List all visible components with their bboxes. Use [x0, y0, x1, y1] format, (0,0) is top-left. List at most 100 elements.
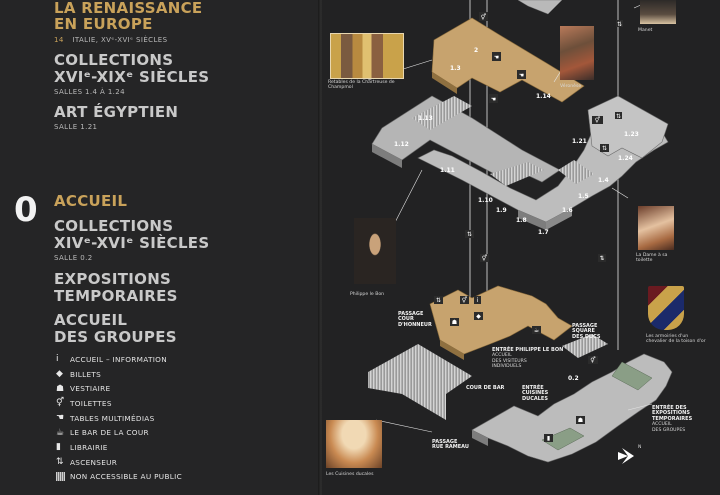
- room-label: 1.24: [618, 155, 633, 162]
- egypt-title: ART ÉGYPTIEN: [54, 103, 179, 121]
- svg-text:☕: ☕: [534, 327, 539, 334]
- svg-text:i: i: [477, 297, 479, 304]
- armoiries-shield: [648, 286, 684, 330]
- legend-label: VESTIAIRE: [70, 384, 111, 394]
- groupes-title-1: ACCUEIL: [54, 311, 128, 329]
- bookshop-icon: ▮: [56, 442, 61, 453]
- place-entree-cuisines: ENTRÉE CUISINES DUCALES: [522, 385, 549, 402]
- egypt-subtitle: SALLE 1.21: [54, 123, 98, 131]
- svg-text:⇅: ⇅: [599, 255, 604, 262]
- artwork-label-cuisines: Les Cuisines ducales: [326, 472, 374, 477]
- room-label: 1.23: [624, 131, 639, 138]
- elevator-icon: ⇅: [56, 457, 64, 468]
- toilets-icon: ⚥: [56, 398, 65, 409]
- restricted-area: [562, 334, 608, 358]
- bar-icon: ☕: [56, 427, 65, 438]
- legend-panel: LA RENAISSANCE EN EUROPE 14 ITALIE, XVᵉ-…: [0, 0, 320, 495]
- cloakroom-icon: [576, 416, 585, 424]
- legend-item: i ACCUEIL – INFORMATION: [56, 352, 316, 367]
- grey-lower-floor: [471, 353, 673, 463]
- cloakroom-icon: ☗: [56, 383, 65, 394]
- svg-text:☗: ☗: [452, 319, 457, 326]
- cloakroom-icon: [450, 318, 459, 326]
- veronese-painting: [560, 26, 594, 80]
- svg-text:⇅: ⇅: [602, 145, 607, 152]
- toilets-icon: [592, 116, 603, 124]
- room-label: 1.4: [598, 177, 609, 184]
- svg-text:☚: ☚: [494, 54, 499, 61]
- place-entree-expositions: ENTRÉE DES EXPOSITIONS TEMPORAIRES ACCUE…: [652, 405, 693, 433]
- legend-item: ⇅ASCENSEUR: [56, 455, 316, 470]
- legend-label: TABLES MULTIMÉDIAS: [70, 413, 155, 423]
- collections-xvi-subtitle: SALLES 1.4 À 1.24: [54, 88, 126, 96]
- artwork-label-veronese: Véronèse: [560, 84, 582, 89]
- place-passage-ducs: PASSAGE SQUARE DES DUCS: [572, 323, 601, 340]
- page-fold: [318, 0, 324, 495]
- expo-title-1: EXPOSITIONS: [54, 270, 172, 288]
- multimedia-table-icon: [489, 94, 498, 103]
- svg-text:⇅: ⇅: [617, 21, 622, 28]
- toilets-icon: [588, 356, 598, 364]
- legend-label: LIBRAIRIE: [70, 442, 108, 452]
- map-panel: 2 1.3 1.14 1.13 1.12 1.11 1.10 1.9 1.8 1…: [322, 0, 720, 495]
- room-label: 1.11: [440, 167, 455, 174]
- place-entree-philippe: ENTRÉE PHILIPPE LE BON ACCUEIL DES VISIT…: [492, 347, 564, 370]
- dame-painting: [638, 206, 674, 250]
- renaissance-floor-num: 14: [54, 36, 64, 44]
- svg-text:☗: ☗: [578, 417, 583, 424]
- map-icons-lower: ⇅ ⚥ i ◆ ☗ ☕ ⚥ ☗ ▮: [434, 296, 598, 442]
- compass-icon: [618, 448, 634, 464]
- place-passage-cour: PASSAGE COUR D'HONNEUR: [398, 311, 432, 328]
- svg-text:◆: ◆: [476, 313, 481, 320]
- artwork-label-dame: La Dame à sa toilette: [636, 253, 668, 264]
- svg-text:⚥: ⚥: [462, 296, 467, 304]
- artwork-label-champmol: Retables de la Chartreuse de Champmol: [328, 80, 395, 91]
- room-label: 1.7: [538, 229, 549, 236]
- legend-label: TOILETTES: [70, 398, 112, 408]
- room-label: 1.5: [578, 193, 589, 200]
- elevator-icon: [465, 230, 474, 238]
- room-label: 2: [474, 47, 478, 54]
- cloakroom-icon: [492, 52, 501, 61]
- legend-list: i ACCUEIL – INFORMATION ◆ BILLETS ☗ VESTIAI…: [56, 352, 316, 484]
- floor-plan-svg: 2 1.3 1.14 1.13 1.12 1.11 1.10 1.9 1.8 1…: [367, 0, 673, 464]
- room-label: 1.10: [478, 197, 493, 204]
- room-label: 1.13: [418, 115, 433, 122]
- collections-xvi-title-2: XVIᵉ-XIXᵉ SIÈCLES: [54, 68, 210, 86]
- grey-right-block: [587, 95, 669, 159]
- place-passage-rameau: PASSAGE RUE RAMEAU: [432, 439, 469, 451]
- collections-xiv-title-2: XIVᵉ-XVIᵉ SIÈCLES: [54, 234, 210, 252]
- legend-item: ⚥ TOILETTES: [56, 396, 316, 411]
- green-court: [611, 361, 653, 391]
- legend-label: ACCUEIL – INFORMATION: [70, 354, 167, 364]
- legend-label: BILLETS: [70, 369, 102, 379]
- svg-text:⇅: ⇅: [467, 231, 472, 238]
- map-icons-upper: ⚥ ☚ ☚ ☚ ⚥ ⇅ ⇅ ⇅ ⇅ ⚥ ⇅: [465, 12, 623, 262]
- ticket-icon: ◆: [56, 369, 63, 380]
- floor-number: 0: [14, 190, 38, 230]
- legend-item: ◆ BILLETS: [56, 367, 316, 382]
- place-cour-de-bar: COUR DE BAR: [466, 385, 505, 391]
- bar-icon: [532, 326, 541, 334]
- svg-text:⚥: ⚥: [595, 116, 600, 124]
- room-label: 1.3: [450, 65, 461, 72]
- legend-item: ▮ LIBRAIRIE: [56, 440, 316, 455]
- bookshop-icon: [544, 434, 553, 442]
- multimedia-table-icon: ☚: [56, 413, 65, 424]
- svg-text:⇅: ⇅: [436, 297, 441, 304]
- svg-text:☚: ☚: [519, 72, 524, 79]
- restricted-area: [368, 344, 472, 420]
- restricted-area: [412, 96, 472, 130]
- elevator-icon: [600, 144, 609, 152]
- room-label: 1.6: [562, 207, 573, 214]
- philippe-portrait: [354, 218, 396, 284]
- champmol-altarpiece: [330, 33, 404, 79]
- accueil-title: ACCUEIL: [54, 192, 128, 210]
- restricted-area: [558, 160, 594, 184]
- collections-xiv-title-1: COLLECTIONS: [54, 217, 174, 235]
- upper-floor: [371, 0, 669, 230]
- ticket-icon: [474, 312, 483, 320]
- info-icon: i: [56, 354, 59, 365]
- room-label: 1.14: [536, 93, 551, 100]
- elevator-icon: [615, 112, 622, 119]
